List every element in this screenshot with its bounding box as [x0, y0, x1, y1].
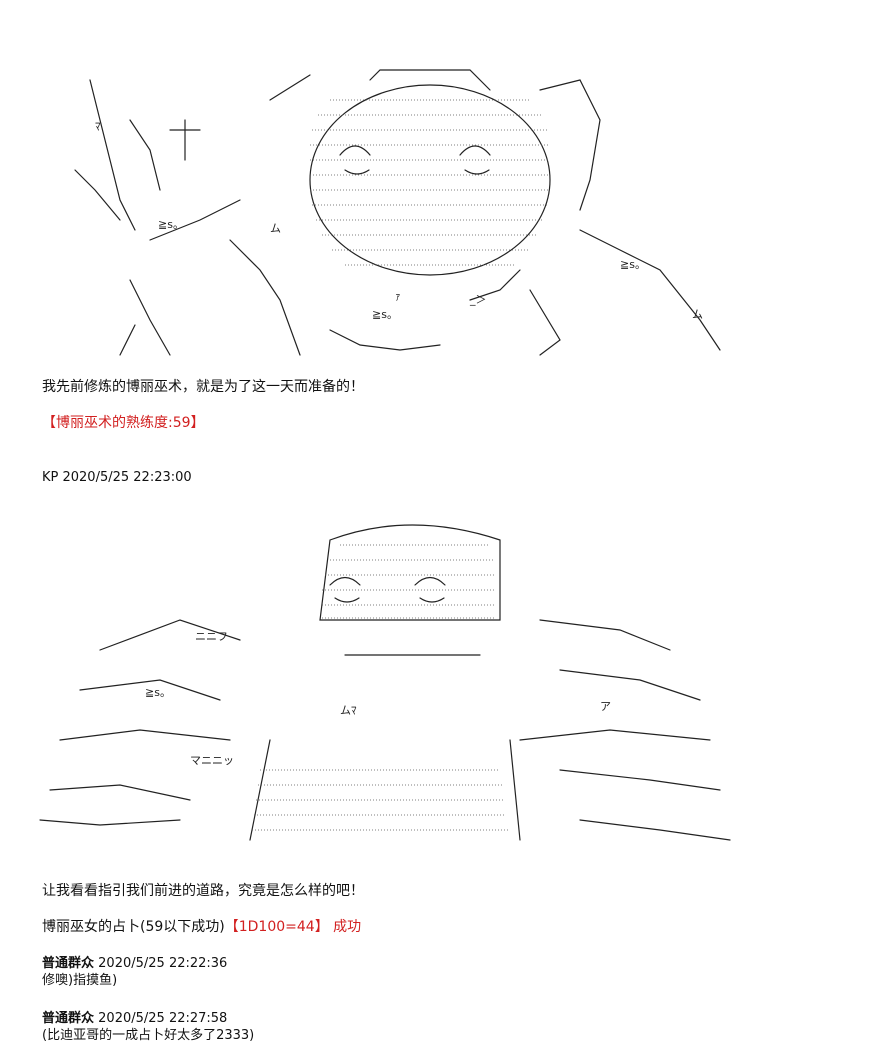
- divination-line: 博丽巫女的占卜(59以下成功)【1D100=44】 成功: [42, 918, 361, 936]
- art1-glyph-1: ﾏ: [95, 120, 101, 133]
- comment-1-time: 2020/5/25 22:22:36: [98, 956, 228, 971]
- art1-glyph-8: ｧ: [395, 290, 401, 303]
- narration-line-2: 让我看看指引我们前进的道路，究竟是怎么样的吧！: [42, 883, 364, 899]
- comment-2-time: 2020/5/25 22:27:58: [98, 1011, 228, 1026]
- divination-roll: 【1D100=44】: [224, 919, 329, 935]
- comment-1-user: 普通群众: [42, 956, 95, 971]
- comment-2-user: 普通群众: [42, 1011, 95, 1026]
- narration-line-1: 我先前修炼的博丽巫术，就是为了这一天而准备的！: [42, 379, 364, 395]
- ascii-art-middle-drawing: ニニフ ≧s。 ムﾏ マニニッ ア: [39, 524, 731, 841]
- art1-glyph-7: _＞: [469, 293, 487, 306]
- comment-2-text: (比迪亚哥的一成占卜好太多了2333): [42, 1028, 255, 1043]
- ascii-art-top: ﾏ ≧s。 ム ≧s。 ≧s。 ム _＞ ｧ: [0, 60, 893, 365]
- art1-glyph-4: ≧s。: [620, 258, 646, 271]
- comment-1-header: 普通群众 2020/5/25 22:22:36: [42, 955, 227, 973]
- ascii-art-top-drawing: ﾏ ≧s。 ム ≧s。 ≧s。 ム _＞ ｧ: [74, 69, 721, 356]
- art1-glyph-5: ≧s。: [372, 308, 398, 321]
- art2-glyph-3: ムﾏ: [340, 704, 357, 717]
- art2-glyph-1: ニニフ: [195, 630, 228, 643]
- art2-glyph-2: ≧s。: [145, 686, 171, 699]
- ascii-art-middle: ニニフ ≧s。 ムﾏ マニニッ ア: [0, 500, 893, 850]
- divination-result: 成功: [333, 919, 362, 935]
- art1-glyph-6: ム: [692, 308, 703, 321]
- divination-prefix: 博丽巫女的占卜(59以下成功): [42, 919, 225, 935]
- art1-glyph-3: ム: [270, 222, 281, 235]
- comment-1-text: 修噢)指摸鱼): [42, 973, 118, 988]
- comment-2-header: 普通群众 2020/5/25 22:27:58: [42, 1010, 227, 1028]
- art2-glyph-5: ア: [600, 700, 611, 713]
- proficiency-line: 【博丽巫术的熟练度:59】: [42, 415, 205, 431]
- art2-glyph-4: マニニッ: [190, 754, 234, 767]
- kp-timestamp: KP 2020/5/25 22:23:00: [42, 470, 192, 485]
- art1-glyph-2: ≧s。: [158, 218, 184, 231]
